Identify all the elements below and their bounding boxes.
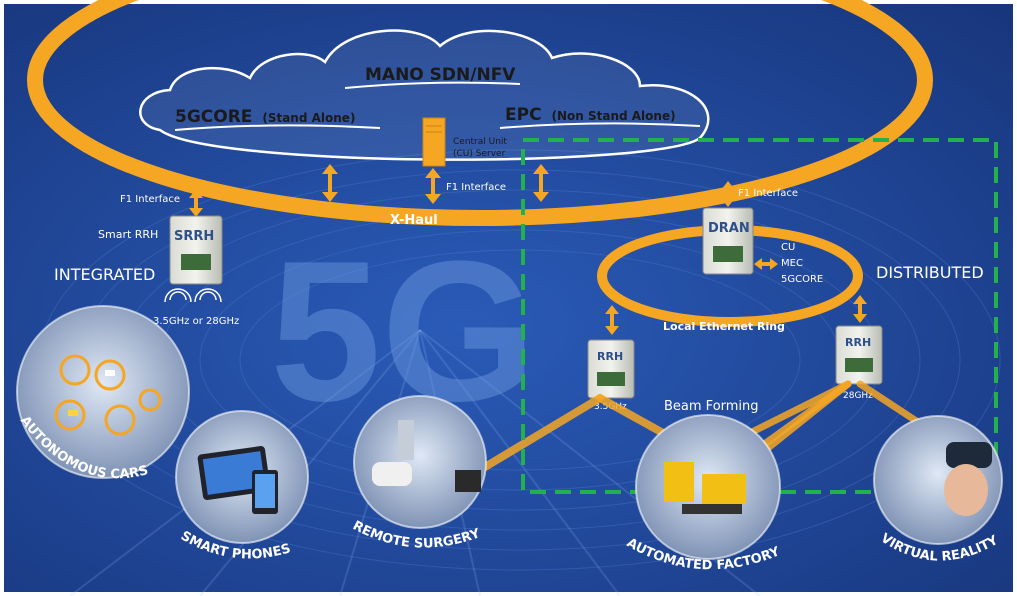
autonomous-cars-circle: [16, 305, 190, 479]
svg-text:5GCORE (Stand Alone): 5GCORE (Stand Alone): [175, 107, 355, 127]
rrh-left-device: [587, 339, 635, 399]
wireless-signal-icon: [164, 288, 222, 303]
epc-label: EPC: [505, 105, 542, 125]
cloud-title-swoosh: [344, 81, 521, 89]
dran-item-mec: MEC: [781, 258, 803, 269]
core-5g-sublabel: (Stand Alone): [262, 111, 355, 125]
rrh-arrows: [605, 295, 867, 335]
f1-arrow-left: [189, 189, 203, 217]
core-swoosh: [174, 124, 381, 131]
integrated-frequency: 3.5GHz or 28GHz: [153, 316, 239, 327]
ring-label: Local Ethernet Ring: [663, 320, 785, 333]
srrh-device: [169, 215, 223, 285]
cu-server-label-2: (CU) Server: [453, 149, 506, 159]
dran-device: [702, 207, 754, 275]
rrh-right-frequency: 28GHz: [843, 391, 873, 401]
beam-forming-label: Beam Forming: [664, 399, 759, 414]
rrh-left-label: RRH: [597, 350, 623, 363]
cu-server-icon: [422, 117, 446, 167]
rrh-right-device: [835, 325, 883, 385]
dran-item-5gcore: 5GCORE: [781, 274, 823, 285]
rrh-right-label: RRH: [845, 336, 871, 349]
distributed-heading: DISTRIBUTED: [876, 263, 984, 282]
dran-item-cu: CU: [781, 242, 795, 253]
epc-swoosh: [499, 122, 701, 129]
integrated-heading: INTEGRATED: [54, 265, 155, 284]
svg-text:EPC (Non Stand Alone): EPC (Non Stand Alone): [505, 105, 676, 125]
cloud-title: MANO SDN/NFV: [365, 65, 516, 85]
f1-interface-center: F1 Interface: [446, 182, 506, 193]
smart-rrh-caption: Smart RRH: [98, 228, 158, 241]
epc-sublabel: (Non Stand Alone): [551, 109, 675, 123]
x-haul-label: X-Haul: [390, 213, 438, 228]
remote-surgery-circle: [353, 395, 487, 529]
core-5g-label: 5GCORE: [175, 107, 252, 127]
automated-factory-circle: [635, 414, 781, 560]
f1-interface-right: F1 Interface: [738, 188, 798, 199]
cloud: [139, 29, 710, 161]
x-haul-arrows: [322, 164, 549, 204]
dran-label: DRAN: [708, 221, 750, 236]
smart-phones-circle: [175, 410, 309, 544]
f1-arrow-right: [721, 181, 735, 207]
virtual-reality-circle: [873, 415, 1003, 545]
cu-server-label-1: Central Unit: [453, 137, 507, 147]
x-haul-ring: [27, 0, 933, 226]
f1-interface-left: F1 Interface: [120, 194, 180, 205]
srrh-label: SRRH: [174, 229, 214, 244]
dran-arrow: [754, 258, 778, 270]
